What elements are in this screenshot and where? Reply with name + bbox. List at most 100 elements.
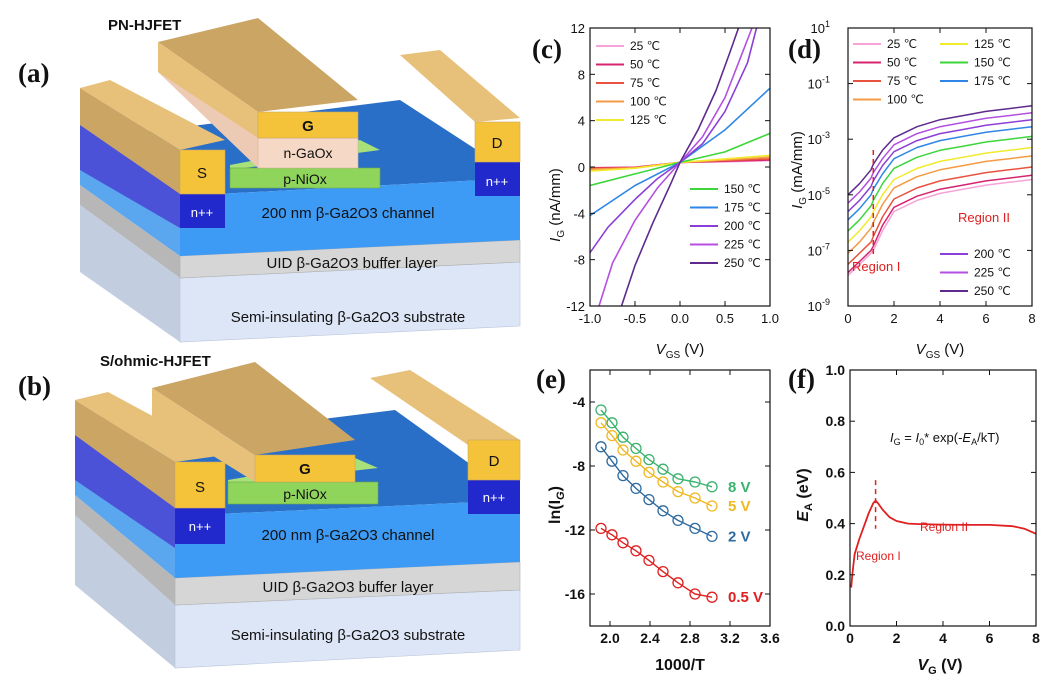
nplus-left-label: n++ xyxy=(189,519,211,534)
region-ii-label: Region II xyxy=(920,520,968,534)
data-point xyxy=(657,463,669,475)
series-line xyxy=(600,527,713,598)
panel-d-xlabel: VGS (V) xyxy=(916,341,965,361)
p-niox-label: p-NiOx xyxy=(283,171,327,187)
source-contact-side xyxy=(75,400,175,508)
panel-b-title: S/ohmic-HJFET xyxy=(100,353,211,370)
series-label: 5 V xyxy=(728,498,751,515)
data-point xyxy=(630,442,642,455)
x-tick-label: 2 xyxy=(893,630,901,646)
data-point xyxy=(706,591,718,603)
source-label: S xyxy=(195,479,205,496)
x-tick-label: 3.6 xyxy=(760,630,780,646)
gate-label: G xyxy=(299,461,311,478)
legend-label: 200 ℃ xyxy=(724,219,761,233)
legend-label: 175 ℃ xyxy=(974,74,1011,88)
data-point xyxy=(595,441,607,453)
x-tick-label: 3.2 xyxy=(720,630,740,646)
y-tick-label: 0 xyxy=(578,160,585,175)
x-tick-label: -0.5 xyxy=(624,311,646,326)
y-tick-label: -12 xyxy=(565,522,585,538)
nplus-left-label: n++ xyxy=(191,205,213,220)
drain-label: D xyxy=(489,453,500,470)
x-tick-label: 0 xyxy=(846,630,854,646)
x-tick-label: 2.0 xyxy=(600,630,620,646)
substrate-label: Semi-insulating β-Ga2O3 substrate xyxy=(231,627,466,644)
data-point xyxy=(643,466,655,479)
data-point xyxy=(606,417,618,429)
nplus-left-block xyxy=(180,194,225,228)
series-line xyxy=(600,422,713,507)
x-tick-label: -1.0 xyxy=(579,311,601,326)
data-point xyxy=(689,522,701,535)
series-line xyxy=(847,146,1033,243)
data-point xyxy=(689,588,701,600)
y-tick-label: 101 xyxy=(811,19,830,36)
y-tick-label: 0.8 xyxy=(826,413,846,429)
nplus-right-block xyxy=(468,478,520,514)
drain-label: D xyxy=(492,135,503,152)
data-point xyxy=(617,469,629,482)
x-tick-label: 2.4 xyxy=(640,630,660,646)
x-tick-label: 6 xyxy=(986,630,994,646)
data-point xyxy=(617,431,629,443)
data-point xyxy=(617,537,629,549)
legend-label: 50 ℃ xyxy=(887,56,917,70)
y-tick-label: 12 xyxy=(571,21,585,36)
drain-contact-top xyxy=(370,370,520,445)
data-point xyxy=(657,565,669,578)
drain-contact-front xyxy=(467,439,521,481)
data-point xyxy=(657,476,669,488)
legend-label: 150 ℃ xyxy=(724,182,761,196)
legend-label: 100 ℃ xyxy=(887,93,924,107)
series-label: 8 V xyxy=(728,479,751,496)
series-line xyxy=(590,87,770,217)
n-gaox-block xyxy=(257,137,359,169)
data-point xyxy=(672,485,684,498)
nplus-left-block xyxy=(175,508,225,544)
buffer-label: UID β-Ga2O3 buffer layer xyxy=(267,255,438,272)
y-tick-label: -8 xyxy=(573,458,586,474)
data-point xyxy=(643,453,655,466)
gate-top xyxy=(152,362,355,455)
data-point xyxy=(617,444,629,456)
region-ii-label: Region II xyxy=(958,210,1010,225)
data-point xyxy=(606,429,618,442)
series-line xyxy=(600,446,713,538)
gate-front xyxy=(254,454,356,483)
y-tick-label: 4 xyxy=(578,114,585,129)
panel-f-equation: IG = I0* exp(-EA/kT) xyxy=(890,430,999,447)
panel-b-letter: (b) xyxy=(18,371,51,401)
legend-label: 25 ℃ xyxy=(630,39,660,53)
panel-e-letter: (e) xyxy=(536,364,566,394)
channel-label: 200 nm β-Ga2O3 channel xyxy=(262,527,435,544)
panel-a: (a) PN-HJFET Semi-insulating β-Ga2O3 sub… xyxy=(18,17,521,343)
drain-contact-front xyxy=(474,121,521,163)
gate-side xyxy=(152,388,255,482)
data-point xyxy=(643,554,655,567)
data-point xyxy=(643,493,655,506)
data-point xyxy=(595,417,607,429)
legend-label: 50 ℃ xyxy=(630,58,660,72)
channel-layer-front xyxy=(180,178,520,256)
substrate-layer-side xyxy=(80,205,180,342)
y-tick-label: 10-1 xyxy=(808,75,830,92)
legend-label: 125 ℃ xyxy=(974,37,1011,51)
legend-label: 100 ℃ xyxy=(630,95,667,109)
data-point xyxy=(595,404,607,416)
panel-a-letter: (a) xyxy=(18,58,49,88)
panel-a-title: PN-HJFET xyxy=(108,17,181,34)
legend-label: 125 ℃ xyxy=(630,113,667,127)
source-contact-front xyxy=(174,461,226,509)
data-point xyxy=(672,514,684,527)
x-tick-label: 1.0 xyxy=(761,311,779,326)
nplus-right-label: n++ xyxy=(483,490,505,505)
panel-d-letter: (d) xyxy=(788,34,821,64)
data-point xyxy=(706,530,718,543)
series-line xyxy=(600,409,713,488)
